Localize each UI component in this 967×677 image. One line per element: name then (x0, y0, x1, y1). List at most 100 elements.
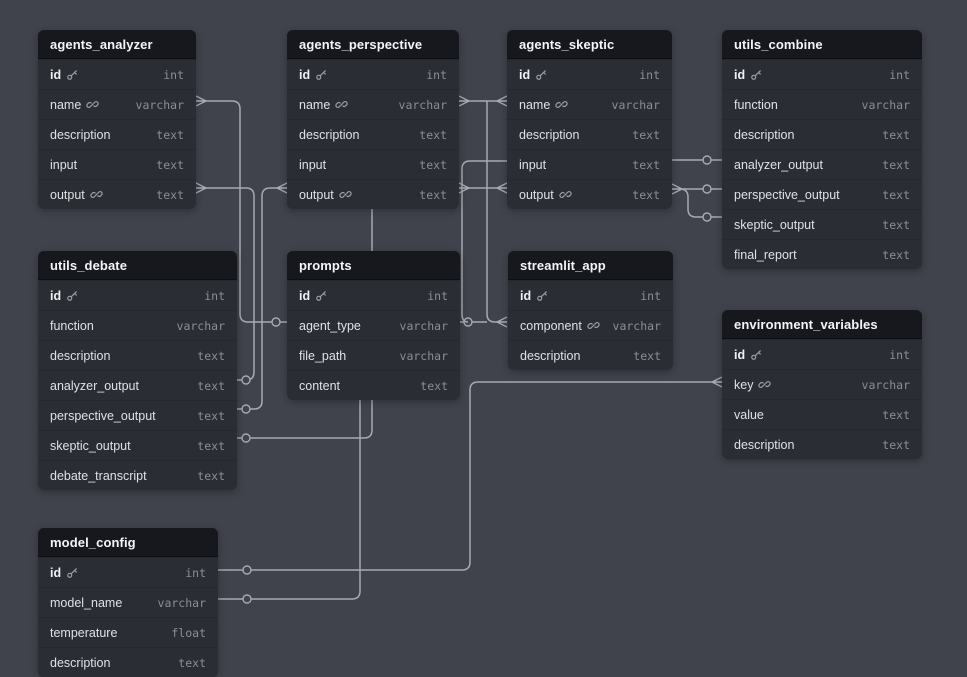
field-name: description (734, 127, 795, 142)
link-icon (587, 319, 600, 332)
table-header[interactable]: model_config (38, 528, 218, 557)
field-name: analyzer_output (734, 157, 823, 172)
crow-foot-marker (496, 316, 508, 328)
relationship-prompts_agent_type__junction[interactable] (459, 317, 487, 327)
primary-key-icon (750, 348, 763, 361)
field-name: id (734, 347, 746, 362)
relationship-perspective_output__skeptic_output[interactable] (458, 182, 508, 194)
relationship-skeptic_output__combine_perspective_output[interactable] (671, 183, 722, 195)
table-header[interactable]: utils_combine (722, 30, 922, 59)
relationship-names_branch__streamlit_component[interactable] (486, 101, 508, 328)
relationship-analyzer_output__debate_analyzer_output[interactable] (195, 182, 255, 385)
relationship-debate_skeptic_output__perspective[interactable] (237, 203, 373, 443)
link-icon (758, 378, 772, 391)
relationship-skeptic_output__combine_skeptic_output[interactable] (679, 188, 722, 222)
table-header[interactable]: agents_analyzer (38, 30, 196, 59)
table-header[interactable]: utils_debate (38, 251, 237, 280)
table-title: agents_skeptic (519, 36, 615, 52)
link-icon (335, 98, 348, 111)
table-header[interactable]: agents_perspective (287, 30, 459, 59)
relationship-perspective_name__skeptic_name[interactable] (458, 95, 508, 107)
field-type: int (163, 67, 184, 82)
relationship-model_config_model_name__prompts[interactable] (218, 395, 361, 604)
relationship-skeptic_input__down[interactable] (461, 160, 507, 323)
table-header[interactable]: agents_skeptic (507, 30, 672, 59)
link-icon (90, 188, 103, 201)
primary-key-icon (315, 289, 328, 302)
relationship-perspective_output__debate_perspective_output[interactable] (237, 182, 288, 414)
field-type: int (889, 67, 910, 82)
field-type: text (632, 157, 660, 172)
field-type: text (156, 127, 184, 142)
one-side-circle-marker (241, 433, 251, 443)
crow-foot-marker (496, 95, 508, 107)
field-row-id[interactable]: id int (722, 59, 922, 89)
relationship-model_config_id__env_key[interactable] (218, 376, 723, 575)
field-type: text (420, 378, 448, 393)
link-icon (339, 188, 352, 201)
relationship-skeptic_input__combine_analyzer_output[interactable] (672, 155, 722, 165)
table-header[interactable]: prompts (287, 251, 460, 280)
table-header[interactable]: streamlit_app (508, 251, 673, 280)
crow-foot-marker (711, 376, 723, 388)
field-name: id (734, 67, 746, 82)
table-header[interactable]: environment_variables (722, 310, 922, 339)
relationship-analyzer_name__prompts_agent_type[interactable] (195, 95, 287, 327)
field-name: perspective_output (734, 187, 840, 202)
table-title: model_config (50, 534, 136, 550)
